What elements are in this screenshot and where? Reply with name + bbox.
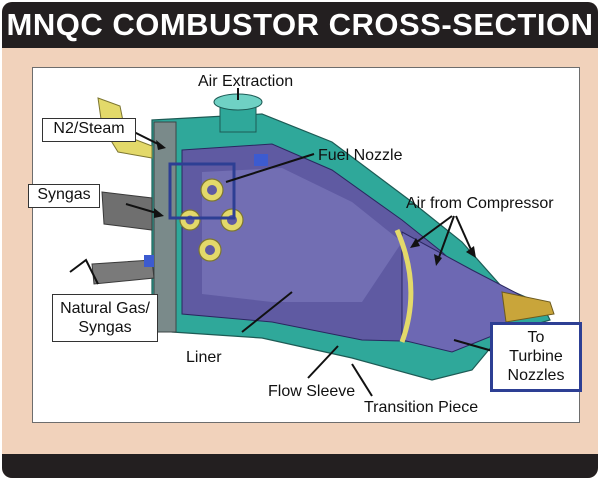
label-fuel-nozzle: Fuel Nozzle bbox=[318, 147, 403, 164]
compressor-arrow-3 bbox=[455, 215, 473, 253]
liner-leader bbox=[241, 291, 293, 333]
natural-gas-leader bbox=[69, 258, 99, 285]
label-turbine-line1: To bbox=[527, 329, 545, 346]
figure-title: MNQC COMBUSTOR CROSS-SECTION bbox=[6, 7, 594, 42]
flow-sleeve-leader bbox=[307, 345, 339, 379]
joint-ring bbox=[394, 228, 414, 343]
label-syngas-box: Syngas bbox=[28, 184, 100, 208]
compressor-arrowhead-3 bbox=[466, 246, 476, 258]
label-syngas: Syngas bbox=[37, 186, 91, 203]
natural-gas-valve bbox=[144, 255, 154, 267]
label-natural-gas-line1: Natural Gas/ bbox=[60, 300, 150, 317]
label-turbine-box: To Turbine Nozzles bbox=[490, 322, 582, 392]
n2-steam-arrowhead bbox=[156, 140, 166, 150]
liner-highlight bbox=[202, 168, 402, 302]
compressor-arrowhead-2 bbox=[434, 254, 442, 266]
bottom-bar bbox=[2, 454, 598, 478]
fuel-nozzle-group bbox=[179, 178, 244, 262]
label-flow-sleeve: Flow Sleeve bbox=[268, 383, 356, 400]
label-n2-steam: N2/Steam bbox=[53, 120, 125, 137]
compressor-arrow-2 bbox=[437, 215, 455, 261]
turbine-arrow bbox=[453, 339, 497, 353]
label-turbine-line2: Turbine bbox=[509, 348, 563, 365]
label-air-extraction: Air Extraction bbox=[198, 73, 294, 90]
compressor-arrowhead-1 bbox=[410, 238, 420, 248]
exit-flange bbox=[501, 291, 555, 323]
label-liner: Liner bbox=[186, 349, 222, 366]
syngas-pipe bbox=[101, 191, 153, 231]
title-bar: MNQC COMBUSTOR CROSS-SECTION bbox=[2, 2, 598, 48]
transition-piece-leader bbox=[351, 363, 373, 397]
label-turbine-line3: Nozzles bbox=[507, 367, 565, 384]
label-natural-gas-box: Natural Gas/ Syngas bbox=[52, 294, 158, 342]
compressor-arrow-1 bbox=[413, 215, 453, 245]
label-n2-steam-box: N2/Steam bbox=[42, 118, 136, 142]
syngas-arrowhead bbox=[154, 208, 164, 218]
label-transition-piece: Transition Piece bbox=[364, 399, 479, 416]
natural-gas-pipe bbox=[91, 259, 155, 285]
fuel-nozzle-leader bbox=[225, 153, 315, 183]
label-air-from-compressor: Air from Compressor bbox=[406, 195, 554, 212]
label-natural-gas-line2: Syngas bbox=[78, 319, 132, 336]
fuel-nozzle-highlight-box bbox=[168, 162, 236, 220]
air-extraction-valve bbox=[254, 154, 268, 166]
